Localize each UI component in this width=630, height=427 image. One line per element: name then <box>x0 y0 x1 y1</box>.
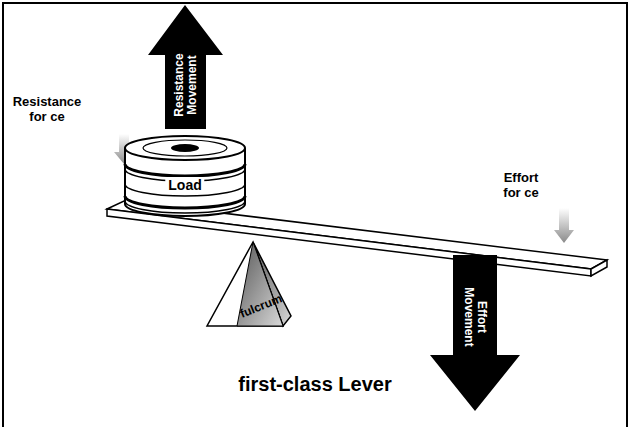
resistance-movement-arrow: Resistance Movement <box>148 5 223 129</box>
effort-movement-arrow: Effort Movement <box>430 255 520 412</box>
frame <box>3 3 627 427</box>
load-weight-stack: Load <box>122 134 248 218</box>
effort-force-label: Effort for ce <box>494 170 548 200</box>
resistance-force-label: Resistance for ce <box>4 94 90 124</box>
load-weight-stack-outline <box>122 134 248 218</box>
shape-label: Resistance Movement <box>173 41 199 129</box>
shape-label: Load <box>165 177 204 193</box>
effort-force-arrow <box>554 208 574 243</box>
diagram-title: first-class Lever <box>0 372 630 396</box>
fulcrum-triangle: fulcrum <box>203 240 295 328</box>
lever-beam-front <box>107 209 591 276</box>
shape-label: Effort Movement <box>462 273 488 361</box>
lever-beam-end <box>591 260 607 276</box>
